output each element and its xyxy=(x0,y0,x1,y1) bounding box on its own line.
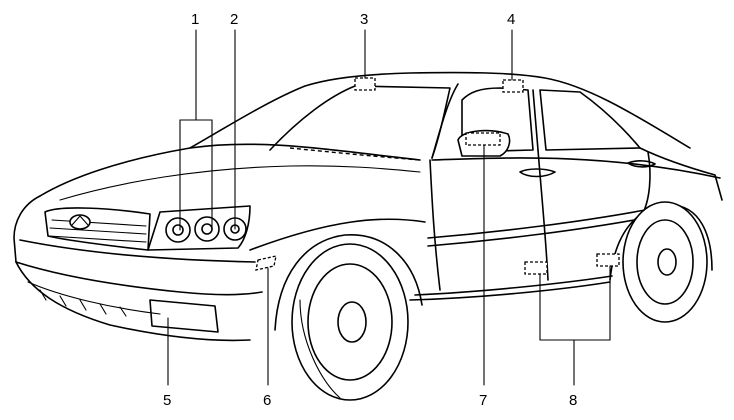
rear-wheel xyxy=(609,201,713,323)
callout-4: 4 xyxy=(507,11,515,28)
callout-7: 7 xyxy=(479,392,487,409)
callout-3: 3 xyxy=(360,11,368,28)
callout-6: 6 xyxy=(263,392,271,409)
marker-8b xyxy=(596,253,620,267)
component-markers xyxy=(354,77,620,275)
callout-labels: 1 2 3 4 5 6 7 8 xyxy=(163,11,577,409)
marker-7 xyxy=(465,132,501,146)
callout-1: 1 xyxy=(191,11,199,28)
front-wheel xyxy=(274,234,423,401)
callout-5: 5 xyxy=(163,392,171,409)
callout-2: 2 xyxy=(230,11,238,28)
marker-8a xyxy=(524,261,548,275)
car-body xyxy=(13,71,723,342)
marker-4 xyxy=(502,79,524,93)
callout-8: 8 xyxy=(569,392,577,409)
leader-lines xyxy=(167,29,611,386)
marker-3 xyxy=(354,77,376,91)
